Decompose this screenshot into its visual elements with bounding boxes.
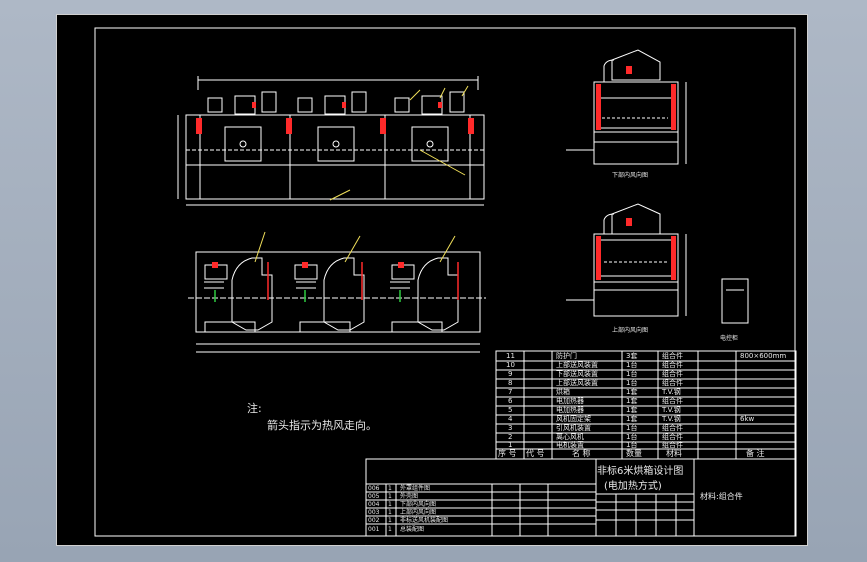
sub-name: 外壳图	[400, 492, 418, 500]
part-material: 组合件	[662, 378, 683, 387]
part-no: 7	[508, 388, 512, 396]
part-note: 800×600mm	[740, 352, 786, 360]
sub-no: 1	[388, 526, 392, 533]
part-name: 电加热器	[556, 405, 584, 414]
header-seq: 序 号	[498, 448, 517, 458]
plan-view	[188, 231, 486, 353]
drawing-subtitle: (电加热方式)	[604, 479, 662, 492]
part-qty: 1套	[626, 396, 637, 405]
drawing-title: 非标6米烘箱设计图	[597, 464, 683, 477]
part-material: 组合件	[662, 369, 683, 378]
part-name: 下部送风装置	[556, 369, 598, 378]
plan-view-color-markers	[212, 262, 459, 302]
sub-no: 1	[388, 501, 392, 508]
sub-no: 1	[388, 493, 392, 500]
part-material: T.V.钢	[661, 405, 681, 414]
part-no: 8	[508, 379, 512, 387]
sub-no: 1	[388, 517, 392, 524]
sub-name: 下部内风向图	[400, 500, 436, 508]
part-qty: 1台	[626, 440, 637, 449]
part-no: 3	[508, 424, 512, 432]
section-label-cabinet: 电控柜	[720, 334, 738, 342]
header-name: 名 称	[572, 448, 591, 458]
part-material: 组合件	[662, 440, 683, 449]
part-no: 1	[508, 441, 512, 449]
sub-code: 004	[368, 501, 380, 508]
inner-frame	[94, 27, 796, 537]
sub-no: 1	[388, 485, 392, 492]
part-name: 上部送风装置	[556, 378, 598, 387]
sub-code: 001	[368, 526, 380, 533]
parts-table-header: 序 号 代 号 名 称 数量 材料 备 注	[498, 448, 765, 458]
part-qty: 3套	[626, 351, 637, 360]
side-view-lower-markers	[596, 218, 676, 280]
sub-name: 总装配图	[400, 525, 424, 533]
front-elevation-view	[177, 76, 485, 206]
sub-table-text: 006 1 外罩组件图 005 1 外壳图 004 1 下部内风向图 003 1…	[368, 484, 448, 533]
part-no: 11	[506, 352, 515, 360]
part-qty: 1套	[626, 387, 637, 396]
section-label-lower: 上部内风向图	[612, 326, 648, 334]
part-name: 电加热器	[556, 396, 584, 405]
part-qty: 1台	[626, 369, 637, 378]
part-name: 离心风机	[556, 432, 584, 441]
sub-code: 003	[368, 509, 380, 516]
front-view-red-markers	[196, 102, 474, 134]
part-qty: 1套	[626, 414, 637, 423]
sub-code: 005	[368, 493, 380, 500]
sub-name: 上部内风向图	[400, 508, 436, 516]
part-material: 组合件	[662, 432, 683, 441]
part-no: 9	[508, 370, 512, 378]
sub-name: 外罩组件图	[400, 484, 430, 492]
title-block-grid	[365, 458, 797, 537]
header-material: 材料	[666, 448, 682, 458]
part-name: 烘箱	[556, 387, 570, 396]
part-no: 6	[508, 397, 513, 405]
part-no: 10	[506, 361, 515, 369]
part-note: 6kw	[740, 415, 755, 423]
part-name: 引风机装置	[556, 423, 591, 432]
note-title: 注:	[247, 401, 262, 415]
part-material: T.V.钢	[661, 414, 681, 423]
part-material: T.V.钢	[661, 387, 681, 396]
part-material: 组合件	[662, 396, 683, 405]
part-qty: 1台	[626, 423, 637, 432]
part-name: 电机装置	[556, 440, 584, 449]
parts-table-grid	[495, 350, 797, 460]
header-code: 代 号	[526, 448, 545, 458]
part-material: 组合件	[662, 360, 683, 369]
part-qty: 1台	[626, 360, 637, 369]
part-name: 上部送风装置	[556, 360, 598, 369]
part-material: 组合件	[662, 423, 683, 432]
part-qty: 1台	[626, 432, 637, 441]
drawing-sheet[interactable]	[56, 14, 808, 546]
part-no: 4	[508, 415, 513, 423]
part-no: 5	[508, 406, 512, 414]
control-cabinet	[721, 278, 749, 324]
part-name: 风机固定架	[556, 414, 591, 423]
header-note: 备 注	[746, 448, 765, 458]
section-label-upper: 下部内风向图	[612, 171, 648, 179]
part-qty: 1台	[626, 378, 637, 387]
sub-name: 非标送风机装配图	[400, 516, 448, 524]
part-name: 防护门	[556, 351, 577, 360]
sub-no: 1	[388, 509, 392, 516]
sub-code: 006	[368, 485, 380, 492]
part-material: 组合件	[662, 351, 683, 360]
side-view-upper-markers	[596, 66, 676, 130]
part-qty: 1套	[626, 405, 637, 414]
sub-code: 002	[368, 517, 380, 524]
header-qty: 数量	[626, 448, 642, 458]
part-no: 2	[508, 433, 512, 441]
parts-table-text: 11 防护门 3套 组合件 800×600mm 10 上部送风装置 1台 组合件…	[506, 351, 786, 449]
note-text: 箭头指示为热风走向。	[267, 418, 377, 432]
title-material: 材料:组合件	[700, 491, 743, 501]
